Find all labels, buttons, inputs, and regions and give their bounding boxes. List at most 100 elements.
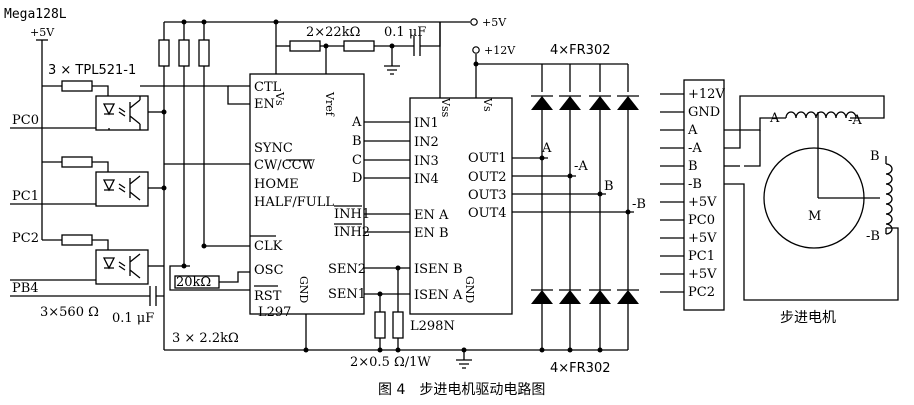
opto-label: 3 × TPL521-1 xyxy=(48,63,136,78)
connector-pin-10: PC1 xyxy=(688,249,715,264)
l298-name: L298N xyxy=(410,319,455,334)
connector-pin-5: B xyxy=(688,159,698,174)
mcu-label: Mega128L xyxy=(4,7,67,22)
motor-center-label: M xyxy=(808,209,821,224)
l297-pin-ctl: CTL xyxy=(254,80,282,95)
l297-pin-vref: Vref xyxy=(323,91,336,117)
motor-coil-b-label: B xyxy=(870,149,880,164)
l298-pin-in2: IN2 xyxy=(414,135,439,150)
optocoupler-stage-1 xyxy=(10,80,164,131)
vref-cap-label: 0.1 μF xyxy=(384,25,426,40)
connector-pin-4: -A xyxy=(688,141,702,156)
l297-name: L297 xyxy=(258,305,291,320)
connector-pin-9: +5V xyxy=(688,231,717,246)
l297-pin-sen2: SEN2 xyxy=(328,262,366,277)
rail-12v-terminal xyxy=(472,46,480,54)
l297-pin-c: C xyxy=(352,153,362,168)
optocoupler-stage-2 xyxy=(10,100,164,240)
l298-pin-in1: IN1 xyxy=(414,116,439,131)
l297-pin-rst: RST xyxy=(254,289,282,304)
diodes-bottom-label: 4×FR302 xyxy=(550,361,611,376)
l297-pin-cw: CW/CCW xyxy=(254,158,316,173)
phase-b-label: B xyxy=(604,179,614,194)
input-pb4: PB4 xyxy=(12,281,39,296)
phase-na-label: -A xyxy=(574,159,588,174)
input-resistor-label: 3×560 Ω xyxy=(40,305,99,320)
mcu-supply-label: +5V xyxy=(30,26,55,39)
input-pc1: PC1 xyxy=(12,189,39,204)
motor-coil-b xyxy=(744,130,893,235)
pullup-resistors xyxy=(158,22,250,350)
l297-pin-inh2: INH2 xyxy=(334,225,370,240)
input-pc0: PC0 xyxy=(12,113,39,128)
vref-resistor-2 xyxy=(343,40,375,52)
sense-resistor-1 xyxy=(374,311,386,339)
rail-12v-label: +12V xyxy=(484,44,516,57)
l298-pin-vss: Vss xyxy=(439,97,452,118)
l297-gnd: GND xyxy=(297,276,310,303)
connector-pin-7: +5V xyxy=(688,195,717,210)
l297-pin-a: A xyxy=(351,115,362,130)
l297-pin-osc: OSC xyxy=(254,263,284,278)
connector-pin-1: +12V xyxy=(688,87,725,102)
optocoupler-stage-3 xyxy=(10,234,164,285)
l298-pin-out4: OUT4 xyxy=(468,206,507,221)
connector-pin-6: -B xyxy=(688,177,702,192)
l297-pin-halffull: HALF/FULL xyxy=(254,195,334,210)
figure-caption: 图 4 步进电机驱动电路图 xyxy=(378,382,545,398)
l298-pin-out1: OUT1 xyxy=(468,151,507,166)
l297-pin-vs: Vs xyxy=(273,91,286,106)
l298-pin-isenb: ISEN B xyxy=(414,262,463,277)
vref-ground xyxy=(384,46,400,75)
connector-pin-8: PC0 xyxy=(688,213,715,228)
connector-pin-12: PC2 xyxy=(688,285,715,300)
rail-5v-label: +5V xyxy=(482,16,507,29)
connector-pin-11: +5V xyxy=(688,267,717,282)
vref-divider-label: 2×22kΩ xyxy=(306,25,360,40)
vref-capacitor xyxy=(408,22,441,56)
connector-block xyxy=(683,79,725,311)
motor-coil-a-label: A xyxy=(769,111,780,126)
l297-pin-en: EN xyxy=(254,97,275,112)
input-pc2: PC2 xyxy=(12,231,39,246)
diode-bridge xyxy=(510,64,639,353)
l298-gnd: GND xyxy=(463,276,476,303)
connector-pin-lines xyxy=(660,93,684,293)
l297-pin-home: HOME xyxy=(254,177,299,192)
l297-pin-b: B xyxy=(352,134,362,149)
l297-pin-inh1: INH1 xyxy=(334,207,370,222)
l298-pin-enb: EN B xyxy=(414,226,449,241)
main-ground xyxy=(456,350,472,369)
motor-rotor xyxy=(763,147,865,249)
connector-pin-3: A xyxy=(687,123,698,138)
l298-pin-ena: EN A xyxy=(414,208,449,223)
motor-coil-a xyxy=(785,111,857,198)
sense-resistor-2 xyxy=(392,311,404,339)
l298-pin-vs: Vs xyxy=(481,97,494,112)
diodes-top-label: 4×FR302 xyxy=(550,43,611,58)
l297-pin-d: D xyxy=(352,171,362,186)
l297-pin-clk: CLK xyxy=(254,239,283,254)
l298-pin-in4: IN4 xyxy=(414,172,439,187)
l298-pin-in3: IN3 xyxy=(414,154,439,169)
osc-cap-label: 0.1 μF xyxy=(112,311,154,326)
motor-coil-nb-label: -B xyxy=(866,229,880,244)
phase-nb-label: -B xyxy=(632,197,646,212)
l298-pin-out2: OUT2 xyxy=(468,170,507,185)
motor-coil-na-label: -A xyxy=(848,113,862,128)
input-resistor-1 xyxy=(61,80,93,92)
l297-pin-sen1: SEN1 xyxy=(328,287,366,302)
sense-resistor-label: 2×0.5 Ω/1W xyxy=(350,355,431,370)
l297-pin-sync: SYNC xyxy=(254,141,293,156)
osc-capacitor xyxy=(140,286,164,306)
connector-pin-2: GND xyxy=(688,105,720,120)
osc-resistor-label: 20kΩ xyxy=(176,275,211,290)
motor-caption: 步进电机 xyxy=(780,310,836,326)
l298-chip xyxy=(409,97,513,315)
phase-a-label: A xyxy=(541,141,552,156)
l297-chip xyxy=(249,73,365,315)
l298-pin-isena: ISEN A xyxy=(414,288,463,303)
rail-5v-terminal xyxy=(470,18,478,26)
l298-pin-out3: OUT3 xyxy=(468,188,507,203)
